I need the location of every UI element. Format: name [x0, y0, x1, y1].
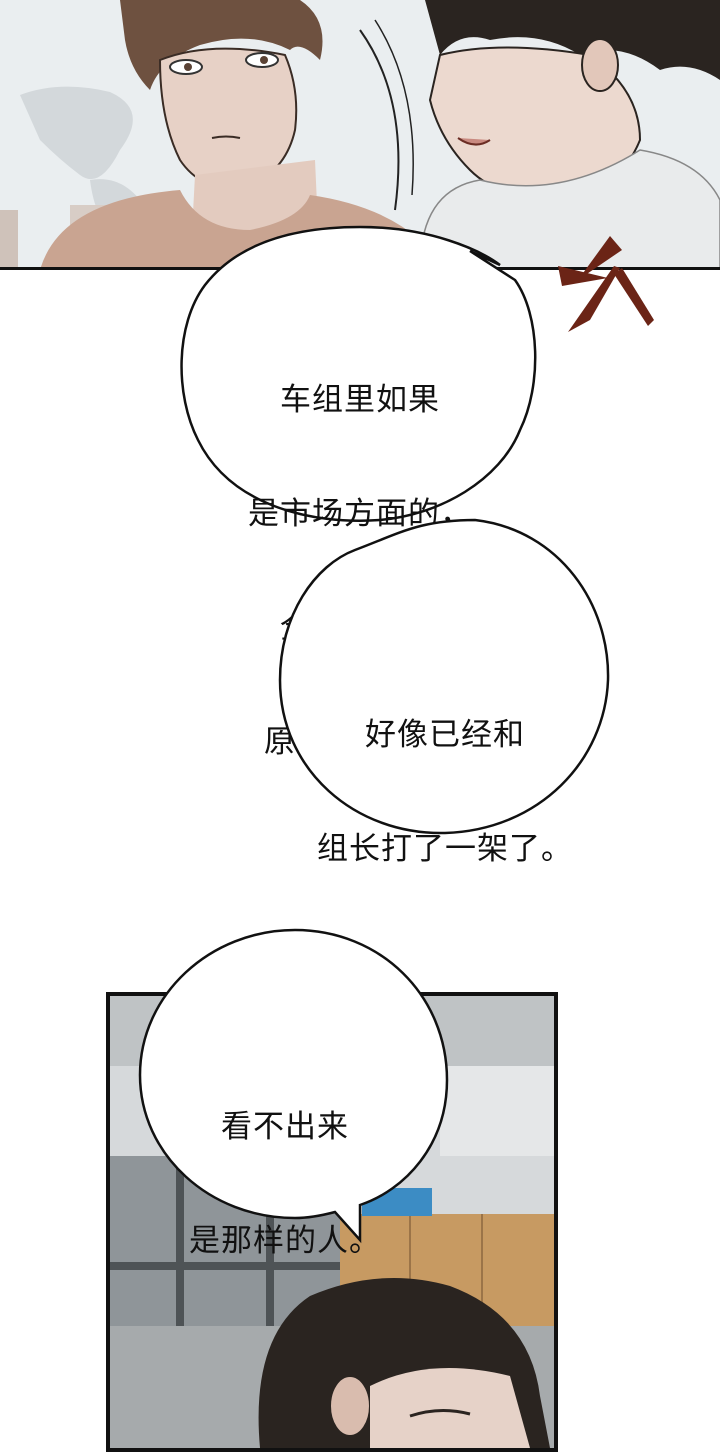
- anger-mark-icon: [550, 228, 660, 338]
- speech-bubble-1: 车组里如果 是市场方面的， 全都要重返 原本的岗位。: [170, 215, 550, 760]
- bubble-3-text: 看不出来 是那样的人。: [135, 1032, 435, 1336]
- bubble-2-text: 好像已经和 组长打了一架了。: [270, 640, 620, 944]
- speech-bubble-2: 好像已经和 组长打了一架了。: [270, 505, 620, 867]
- speech-bubble-3: 看不出来 是那样的人。: [135, 920, 455, 1259]
- bubble-2-line-1: 好像已经和: [365, 717, 525, 753]
- bubble-1-line-1: 车组里如果: [280, 382, 440, 418]
- bubble-3-line-2: 是那样的人。: [189, 1223, 381, 1259]
- bubble-2-line-2: 组长打了一架了。: [317, 831, 573, 867]
- bubble-3-line-1: 看不出来: [221, 1109, 349, 1145]
